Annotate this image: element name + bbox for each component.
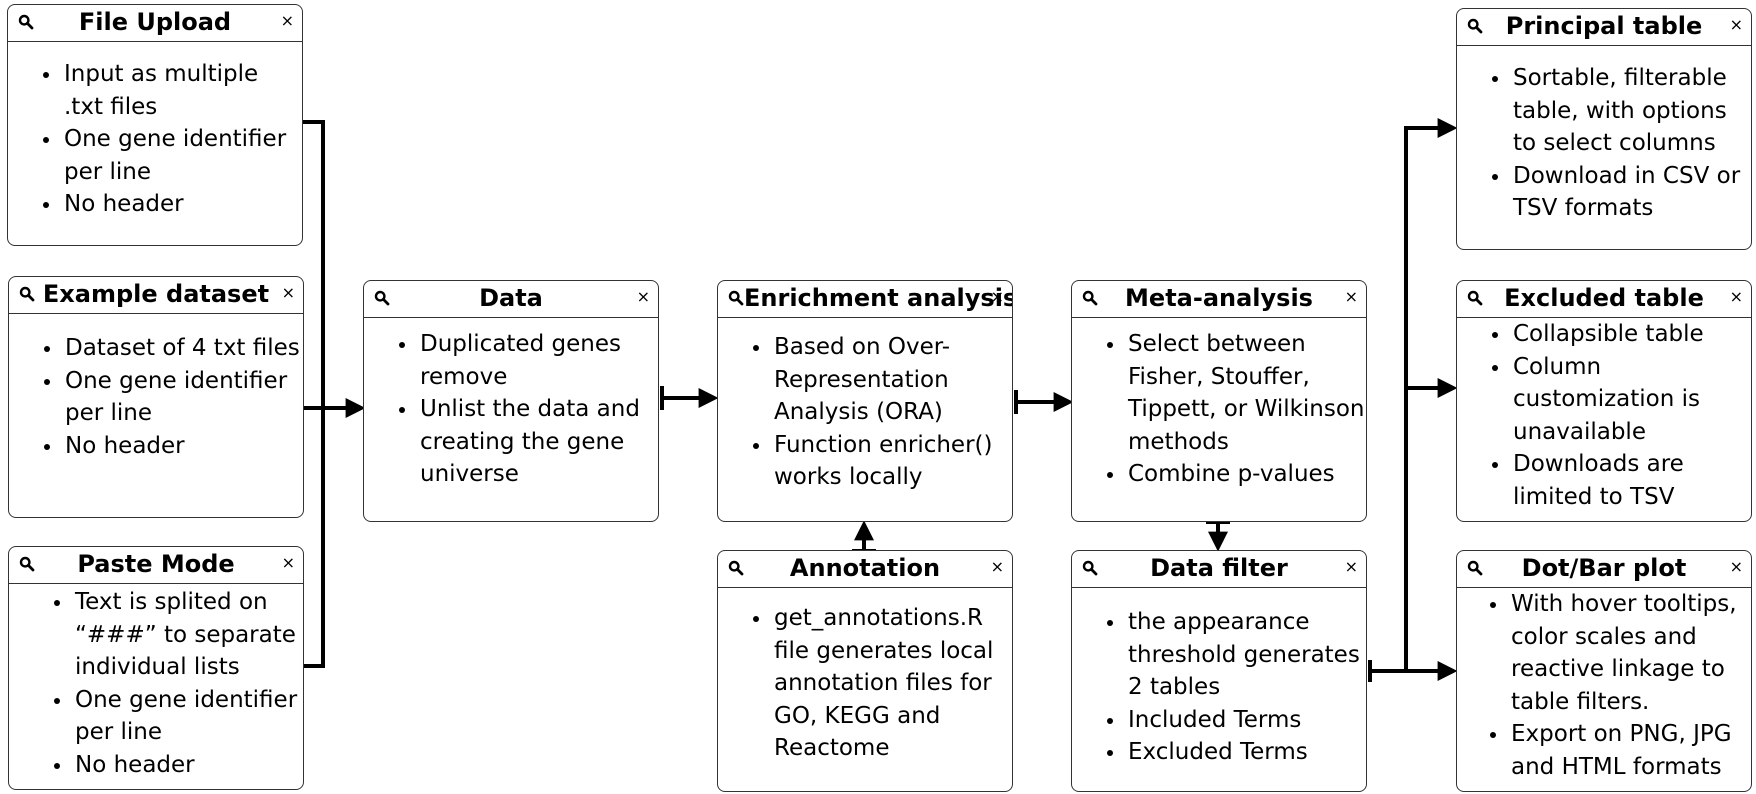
close-icon[interactable]: × bbox=[990, 557, 1004, 576]
list-item: Included Terms bbox=[1126, 704, 1366, 737]
search-icon[interactable] bbox=[19, 286, 35, 302]
list-item: One gene identifier per line bbox=[73, 684, 303, 749]
list-item: Excluded Terms bbox=[1126, 736, 1366, 769]
list-item: Column customization is unavailable bbox=[1511, 351, 1751, 449]
close-icon[interactable]: × bbox=[281, 283, 295, 302]
node-title: Example dataset bbox=[42, 280, 270, 308]
list-item: Downloads are limited to TSV bbox=[1511, 448, 1751, 513]
node-title: Enrichment analysis bbox=[744, 284, 1013, 312]
node-header: Annotation × bbox=[718, 551, 1012, 588]
node-header: Paste Mode × bbox=[9, 547, 303, 584]
search-icon[interactable] bbox=[728, 290, 744, 306]
search-icon[interactable] bbox=[728, 560, 744, 576]
node-title: Principal table bbox=[1505, 12, 1703, 40]
close-icon[interactable]: × bbox=[1729, 15, 1743, 34]
node-annotation[interactable]: Annotation × get_annotations.R file gene… bbox=[717, 550, 1013, 792]
list-item: Combine p-values bbox=[1126, 458, 1366, 491]
search-icon[interactable] bbox=[1467, 290, 1483, 306]
node-meta-analysis[interactable]: Meta-analysis × Select between Fisher, S… bbox=[1071, 280, 1367, 522]
node-title: Paste Mode bbox=[77, 550, 235, 578]
search-icon[interactable] bbox=[19, 556, 35, 572]
close-icon[interactable]: × bbox=[281, 553, 295, 572]
node-list: get_annotations.R file generates local a… bbox=[718, 588, 1012, 765]
node-title: Annotation bbox=[789, 554, 941, 582]
close-icon[interactable]: × bbox=[1729, 557, 1743, 576]
close-icon[interactable]: × bbox=[636, 287, 650, 306]
list-item: One gene identifier per line bbox=[63, 365, 303, 430]
search-icon[interactable] bbox=[1082, 560, 1098, 576]
close-icon[interactable]: × bbox=[1344, 557, 1358, 576]
node-title: Dot/Bar plot bbox=[1521, 554, 1687, 582]
list-item: Duplicated genes remove bbox=[418, 328, 658, 393]
node-list: Collapsible table Column customization i… bbox=[1457, 318, 1751, 513]
list-item: Select between Fisher, Stouffer, Tippett… bbox=[1126, 328, 1366, 458]
node-header: Data filter × bbox=[1072, 551, 1366, 588]
node-title: Data bbox=[479, 284, 543, 312]
node-principal-table[interactable]: Principal table × Sortable, filterable t… bbox=[1456, 8, 1752, 250]
node-header: Excluded table × bbox=[1457, 281, 1751, 318]
search-icon[interactable] bbox=[1467, 560, 1483, 576]
list-item: No header bbox=[63, 430, 303, 463]
list-item: Collapsible table bbox=[1511, 318, 1751, 351]
node-list: Select between Fisher, Stouffer, Tippett… bbox=[1072, 318, 1366, 491]
list-item: Export on PNG, JPG and HTML formats bbox=[1509, 718, 1751, 783]
search-icon[interactable] bbox=[1467, 18, 1483, 34]
node-title: Meta-analysis bbox=[1125, 284, 1313, 312]
list-item: No header bbox=[62, 188, 302, 221]
node-header: Dot/Bar plot × bbox=[1457, 551, 1751, 588]
search-icon[interactable] bbox=[18, 14, 34, 30]
node-list: With hover tooltips, color scales and re… bbox=[1457, 588, 1751, 783]
node-list: Dataset of 4 txt files One gene identifi… bbox=[9, 314, 303, 462]
node-header: Enrichment analysis × bbox=[718, 281, 1012, 318]
list-item: One gene identifier per line bbox=[62, 123, 302, 188]
list-item: Dataset of 4 txt files bbox=[63, 332, 303, 365]
node-header: File Upload × bbox=[8, 5, 302, 42]
node-header: Data × bbox=[364, 281, 658, 318]
list-item: Input as multiple .txt files bbox=[62, 58, 302, 123]
node-title: Excluded table bbox=[1504, 284, 1704, 312]
node-list: Sortable, filterable table, with options… bbox=[1457, 46, 1751, 225]
node-data-filter[interactable]: Data filter × the appearance threshold g… bbox=[1071, 550, 1367, 792]
close-icon[interactable]: × bbox=[990, 287, 1004, 306]
node-dot-bar-plot[interactable]: Dot/Bar plot × With hover tooltips, colo… bbox=[1456, 550, 1752, 792]
list-item: Based on Over-Representation Analysis (O… bbox=[772, 331, 1012, 429]
list-item: Sortable, filterable table, with options… bbox=[1511, 62, 1751, 160]
node-header: Principal table × bbox=[1457, 9, 1751, 46]
list-item: Function enricher() works locally bbox=[772, 429, 1012, 494]
node-enrichment-analysis[interactable]: Enrichment analysis × Based on Over-Repr… bbox=[717, 280, 1013, 522]
close-icon[interactable]: × bbox=[1344, 287, 1358, 306]
list-item: No header bbox=[73, 749, 303, 782]
list-item: Text is splited on “###” to separate ind… bbox=[73, 586, 303, 684]
node-file-upload[interactable]: File Upload × Input as multiple .txt fil… bbox=[7, 4, 303, 246]
list-item: With hover tooltips, color scales and re… bbox=[1509, 588, 1751, 718]
node-list: Based on Over-Representation Analysis (O… bbox=[718, 318, 1012, 494]
close-icon[interactable]: × bbox=[1729, 287, 1743, 306]
node-list: Text is splited on “###” to separate ind… bbox=[9, 584, 303, 781]
search-icon[interactable] bbox=[1082, 290, 1098, 306]
node-title: File Upload bbox=[78, 8, 232, 36]
search-icon[interactable] bbox=[374, 290, 390, 306]
node-list: the appearance threshold generates 2 tab… bbox=[1072, 588, 1366, 769]
node-title: Data filter bbox=[1150, 554, 1288, 582]
list-item: Unlist the data and creating the gene un… bbox=[418, 393, 658, 491]
node-list: Duplicated genes remove Unlist the data … bbox=[364, 318, 658, 491]
node-header: Meta-analysis × bbox=[1072, 281, 1366, 318]
list-item: get_annotations.R file generates local a… bbox=[772, 602, 1012, 765]
close-icon[interactable]: × bbox=[280, 11, 294, 30]
node-data[interactable]: Data × Duplicated genes remove Unlist th… bbox=[363, 280, 659, 522]
node-example-dataset[interactable]: Example dataset × Dataset of 4 txt files… bbox=[8, 276, 304, 518]
list-item: Download in CSV or TSV formats bbox=[1511, 160, 1751, 225]
node-header: Example dataset × bbox=[9, 277, 303, 314]
node-excluded-table[interactable]: Excluded table × Collapsible table Colum… bbox=[1456, 280, 1752, 522]
node-list: Input as multiple .txt files One gene id… bbox=[8, 42, 302, 221]
list-item: the appearance threshold generates 2 tab… bbox=[1126, 606, 1366, 704]
node-paste-mode[interactable]: Paste Mode × Text is splited on “###” to… bbox=[8, 546, 304, 790]
